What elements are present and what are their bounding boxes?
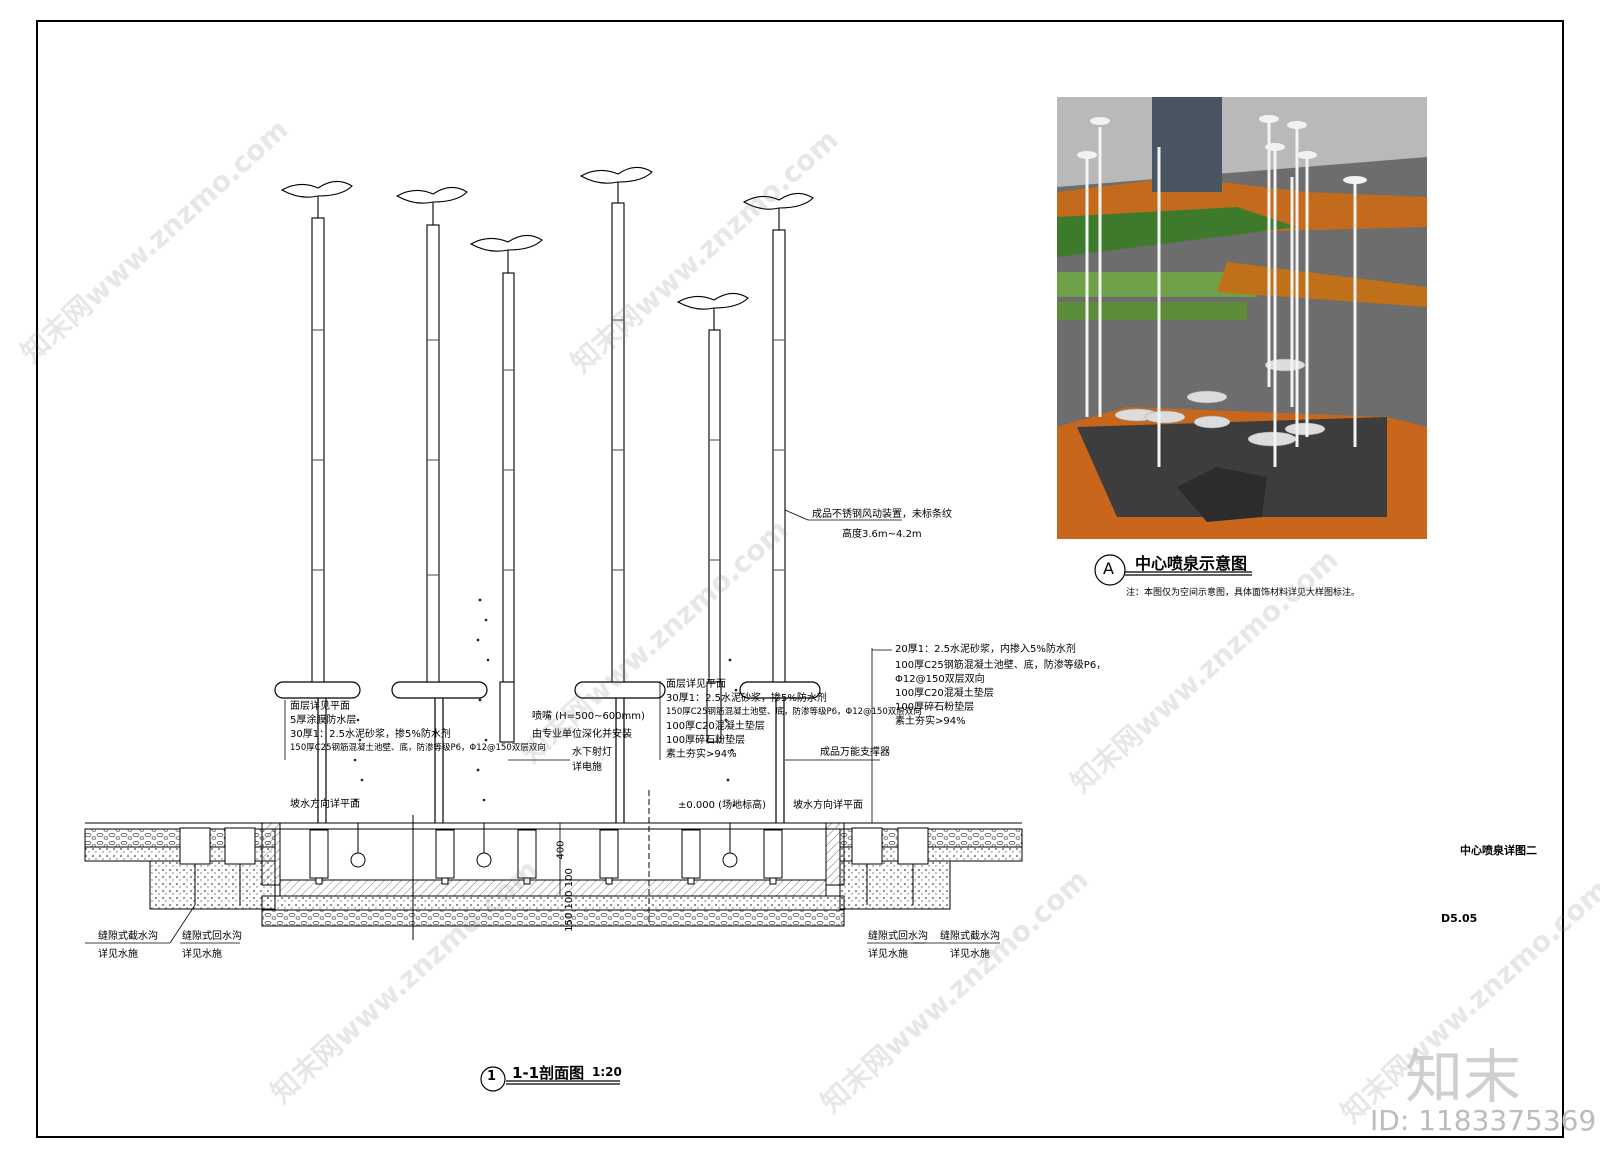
- section-scale: 1:20: [592, 1065, 622, 1079]
- drain-left-2: 缝隙式回水沟: [182, 931, 242, 942]
- drain-right-2: 缝隙式截水沟: [940, 931, 1000, 942]
- right-layer-1: 20厚1：2.5水泥砂浆，内掺入5%防水剂: [895, 644, 1076, 655]
- nozzle-callout: 喷嘴 (H=500~600mm): [532, 711, 645, 722]
- fountain-3d-render: [1057, 97, 1427, 539]
- drain-right-1b: 详见水施: [868, 949, 908, 960]
- wind-vane-poles: [280, 166, 814, 743]
- sheet-number: D5.05: [1441, 912, 1478, 925]
- right-layer-3: Φ12@150双层双向: [895, 674, 985, 685]
- basin-structure: [84, 790, 1023, 940]
- elevation-mark: ±0.000 (场地标高): [678, 800, 766, 811]
- left-layer-2: 5厚涂膜防水层: [290, 715, 357, 726]
- pole-callout: 成品不锈钢风动装置，未标条纹: [812, 509, 952, 520]
- mid-layer-4: 100厚C20混凝土垫层: [666, 721, 765, 732]
- mid-layer-3: 150厚C25钢筋混凝土池壁、底，防渗等级P6，Φ12@150双层双向: [666, 707, 922, 717]
- detail-title: 中心喷泉示意图: [1135, 554, 1248, 573]
- brand-logo: 知末: [1405, 1043, 1522, 1111]
- left-layer-3: 30厚1：2.5水泥砂浆，掺5%防水剂: [290, 729, 451, 740]
- light-callout: 水下射灯: [572, 747, 612, 758]
- dim-400: 400: [555, 840, 567, 860]
- drain-left-1: 缝隙式截水沟: [98, 931, 158, 942]
- water-jets: [353, 598, 738, 807]
- detail-note: 注：本图仅为空间示意图，具体面饰材料详见大样图标注。: [1126, 588, 1361, 598]
- drain-left-2b: 详见水施: [182, 949, 222, 960]
- slope-right-callout: 坡水方向详平面: [793, 800, 863, 811]
- sheet-name: 中心喷泉详图二: [1460, 844, 1537, 857]
- mid-layer-2: 30厚1：2.5水泥砂浆，掺5%防水剂: [666, 693, 827, 704]
- fountain-platforms: [274, 681, 821, 823]
- mid-layer-5: 100厚碎石粉垫层: [666, 735, 746, 746]
- mid-layer-1: 面层详见平面: [666, 679, 726, 690]
- left-layer-4: 150厚C25钢筋混凝土池壁、底，防渗等级P6，Φ12@150双层双向: [290, 743, 546, 753]
- drain-right-1: 缝隙式回水沟: [868, 931, 928, 942]
- section-title: 1-1剖面图: [512, 1064, 585, 1082]
- drain-left-1b: 详见水施: [98, 949, 138, 960]
- render-scene: [1057, 97, 1427, 539]
- mid-layer-6: 素土夯实>94%: [666, 749, 737, 760]
- right-layer-6: 素土夯实>94%: [895, 716, 966, 727]
- callout-leaders: [85, 509, 1000, 944]
- dim-stack: 150 100 100: [563, 868, 575, 932]
- height-callout: 高度3.6m~4.2m: [842, 529, 922, 540]
- nozzle-note: 由专业单位深化并安装: [532, 729, 632, 740]
- left-layer-1: 面层详见平面: [290, 701, 350, 712]
- title-symbols: [480, 554, 1252, 1092]
- pedestal-supports: [309, 823, 783, 885]
- drawing-frame: [36, 20, 1564, 1138]
- right-layer-4: 100厚C20混凝土垫层: [895, 688, 994, 699]
- right-layer-2: 100厚C25钢筋混凝土池壁、底，防渗等级P6，: [895, 660, 1107, 671]
- drain-right-2b: 详见水施: [950, 949, 990, 960]
- section-number: 1: [487, 1069, 497, 1084]
- image-id: ID: 1183375369: [1370, 1104, 1597, 1137]
- support-callout: 成品万能支撑器: [820, 747, 890, 758]
- slope-left-callout: 坡水方向详平面: [290, 799, 360, 810]
- right-layer-5: 100厚碎石粉垫层: [895, 702, 975, 713]
- detail-letter: A: [1103, 559, 1114, 578]
- light-note: 详电施: [572, 762, 602, 773]
